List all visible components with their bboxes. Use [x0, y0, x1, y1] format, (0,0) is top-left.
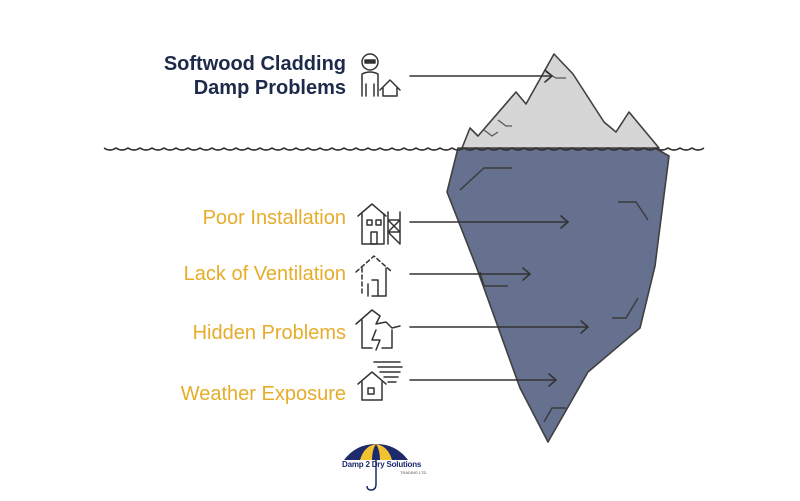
arrow-poor-installation — [409, 215, 569, 229]
arrow-lack-of-ventilation — [409, 267, 531, 281]
label-hidden-problems: Hidden Problems — [192, 322, 346, 344]
company-logo: Damp 2 Dry Solutions TRADING LTD — [336, 440, 452, 496]
umbrella-logo-icon — [344, 444, 408, 491]
tip-title-line-1: Softwood Cladding — [163, 53, 346, 75]
iceberg-submerged — [446, 147, 670, 443]
house-scaffold-icon — [357, 203, 401, 245]
label-weather-exposure: Weather Exposure — [180, 383, 346, 405]
logo-text: Damp 2 Dry Solutions — [342, 460, 422, 469]
person-house-icon — [361, 53, 401, 97]
logo-subtext: TRADING LTD — [400, 470, 427, 475]
tip-title-line-2: Damp Problems — [193, 77, 346, 99]
arrow-weather-exposure — [409, 373, 557, 387]
arrow-tip — [409, 69, 553, 83]
tip-title: Softwood Cladding Damp Problems — [164, 52, 346, 100]
house-airflow-icon — [355, 255, 393, 297]
waterline — [103, 147, 705, 151]
arrows — [409, 69, 589, 387]
label-lack-of-ventilation: Lack of Ventilation — [183, 263, 346, 285]
iceberg-tip — [461, 53, 660, 149]
label-poor-installation: Poor Installation — [202, 207, 346, 229]
iceberg-cracks — [459, 167, 649, 423]
arrow-hidden-problems — [409, 320, 589, 334]
cracked-house-icon — [355, 309, 401, 351]
house-wind-icon — [357, 361, 403, 401]
